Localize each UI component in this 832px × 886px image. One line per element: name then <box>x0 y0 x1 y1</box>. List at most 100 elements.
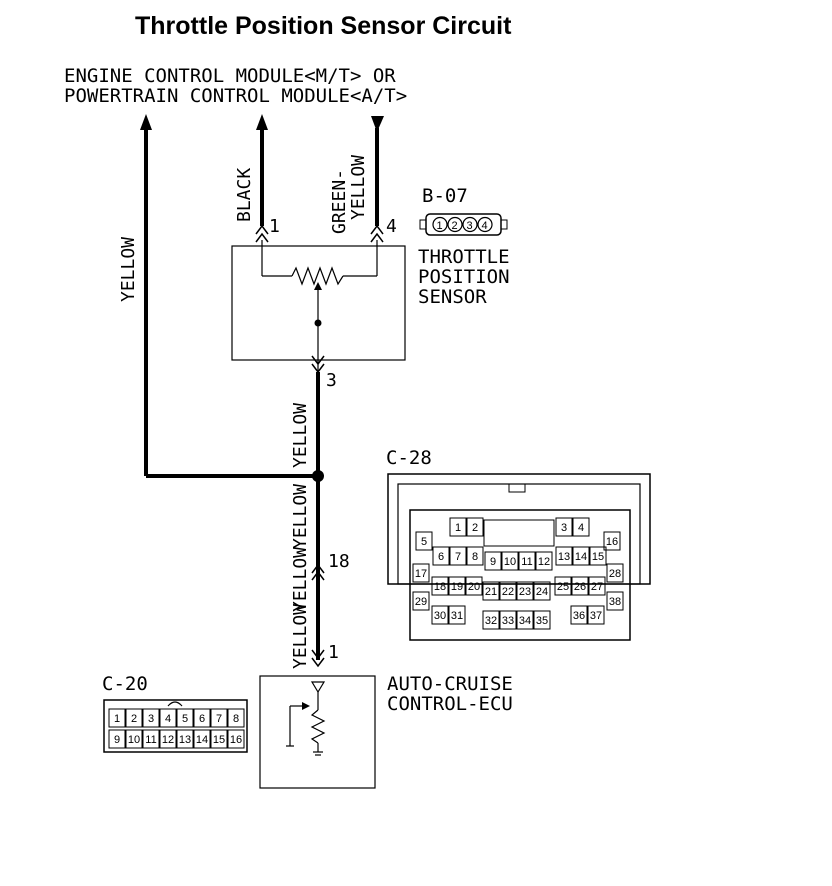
b07-pin-3: 3 <box>467 220 473 232</box>
c20-cell <box>210 729 228 749</box>
tps-label-line2: POSITION <box>418 266 510 288</box>
c28-cell <box>484 551 502 571</box>
ecu-internal-resistor <box>286 681 326 756</box>
c28-cell-label: 27 <box>591 581 603 593</box>
c28-cell <box>603 531 621 551</box>
c28-cell <box>499 581 517 601</box>
c28-cell <box>499 610 517 630</box>
c28-cell-label: 21 <box>485 586 497 598</box>
c28-cell-label: 22 <box>502 586 514 598</box>
c20-cell <box>210 708 228 728</box>
c28-cell <box>606 563 624 583</box>
c20-cell <box>176 708 194 728</box>
b07-connector-name: B-07 <box>422 185 468 207</box>
c28-cell-label: 12 <box>538 556 550 568</box>
c28-cell <box>533 610 551 630</box>
auto-cruise-ecu-box <box>259 675 376 789</box>
c28-cell <box>412 563 430 583</box>
c28-connector-name: C-28 <box>386 447 432 469</box>
ecu-pin-18-connector <box>311 563 325 581</box>
c28-cell-label: 2 <box>472 522 478 534</box>
c20-cell <box>176 729 194 749</box>
c28-cell-label: 4 <box>578 522 584 534</box>
wire-label-yellow-lower-b: YELLOW <box>290 547 311 612</box>
c28-cell <box>572 546 590 566</box>
c20-cell <box>159 708 177 728</box>
c20-cell-label: 4 <box>165 713 171 725</box>
c28-cell <box>482 610 500 630</box>
c28-center-void <box>483 519 555 547</box>
c20-cell-label: 9 <box>114 734 120 746</box>
c28-cell <box>535 551 553 571</box>
c28-cell-label: 20 <box>468 581 480 593</box>
c28-cell-label: 5 <box>421 536 427 548</box>
b07-connector: 1 2 3 4 <box>419 213 508 236</box>
c28-cell <box>465 576 483 596</box>
c28-cell <box>587 605 605 625</box>
c28-cell-label: 30 <box>434 610 446 622</box>
c28-cell <box>415 531 433 551</box>
c28-cell-label: 11 <box>521 556 532 568</box>
c28-cell <box>606 591 624 611</box>
c20-cell <box>193 729 211 749</box>
c28-cell <box>449 517 467 537</box>
c20-cell <box>159 729 177 749</box>
c28-cell-label: 13 <box>558 551 570 563</box>
c28-cell <box>482 581 500 601</box>
c28-cell-label: 3 <box>561 522 567 534</box>
c28-cell <box>431 576 449 596</box>
c20-cell-label: 7 <box>216 713 222 725</box>
c28-cell <box>448 605 466 625</box>
c20-cell <box>125 708 143 728</box>
tps-label-line3: SENSOR <box>418 286 487 308</box>
tps-pin-3-label: 3 <box>326 370 337 391</box>
ecu-label-line2: CONTROL-ECU <box>387 693 513 715</box>
c28-cell-label: 14 <box>575 551 587 563</box>
wire-label-black: BLACK <box>234 168 255 222</box>
c28-cell-label: 9 <box>490 556 496 568</box>
c28-cell-label: 25 <box>557 581 569 593</box>
c20-connector-name: C-20 <box>102 673 148 695</box>
c28-cell <box>588 576 606 596</box>
c28-cell-label: 26 <box>574 581 586 593</box>
c28-cell-label: 33 <box>502 615 514 627</box>
c20-cell-label: 16 <box>230 734 242 746</box>
c28-cell <box>555 517 573 537</box>
wire-label-yellow-lower-c: YELLOW <box>290 604 311 669</box>
wire-label-green-yellow-2: YELLOW <box>348 155 369 220</box>
c28-cell <box>448 576 466 596</box>
c28-cell <box>571 576 589 596</box>
ecu-pin-1-connector <box>311 649 325 668</box>
c28-cell-label: 29 <box>415 596 427 608</box>
c28-cell-label: 37 <box>590 610 602 622</box>
c20-cell-label: 11 <box>145 734 156 746</box>
diagram-title: Throttle Position Sensor Circuit <box>135 12 512 40</box>
c20-cell-label: 10 <box>128 734 140 746</box>
c20-cell <box>227 708 245 728</box>
c28-cell <box>589 546 607 566</box>
ecm-label-line2: POWERTRAIN CONTROL MODULE<A/T> <box>64 85 407 107</box>
c28-cell <box>516 581 534 601</box>
c28-cell-label: 16 <box>606 536 618 548</box>
c20-cell-label: 15 <box>213 734 225 746</box>
wire-label-yellow-upper: YELLOW <box>290 403 311 468</box>
c28-cell-label: 32 <box>485 615 497 627</box>
c20-cell-label: 12 <box>162 734 174 746</box>
c28-cell-label: 7 <box>455 551 461 563</box>
c28-cell-label: 8 <box>472 551 478 563</box>
c20-cell-label: 6 <box>199 713 205 725</box>
c28-cell-label: 10 <box>504 556 516 568</box>
c28-cell <box>555 546 573 566</box>
wire-label-yellow-lower-a: YELLOW <box>290 484 311 549</box>
ecu-pin-18-label: 18 <box>328 551 350 572</box>
wire-label-yellow-left: YELLOW <box>118 237 139 302</box>
c28-cell <box>518 551 536 571</box>
c28-cell <box>432 546 450 566</box>
c20-cell-label: 13 <box>179 734 191 746</box>
c20-cell-label: 8 <box>233 713 239 725</box>
c28-cell-label: 35 <box>536 615 548 627</box>
c20-cell-label: 5 <box>182 713 188 725</box>
c20-cell <box>193 708 211 728</box>
